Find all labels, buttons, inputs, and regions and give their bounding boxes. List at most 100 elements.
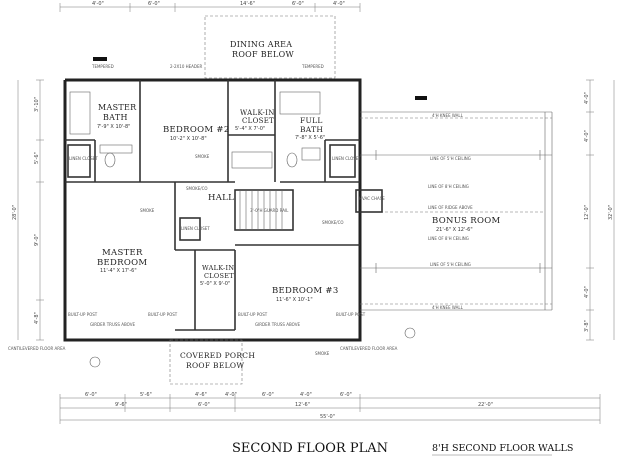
dining-roof-label-1: DINING AREA <box>230 40 292 49</box>
dim-top-3: 14'-6" <box>240 1 255 7</box>
girder-right: GIRDER TRUSS ABOVE <box>255 322 300 327</box>
dim-b1-4: 4'-0" <box>225 392 237 398</box>
dim-b1-5: 6'-0" <box>262 392 274 398</box>
top-dimensions: 4'-0" 6'-0" 14'-6" 6'-0" 4'-0" <box>59 1 361 12</box>
bottom-dimensions: 6'-0" 5'-6" 4'-6" 4'-0" 6'-0" 4'-0" 6'-0… <box>59 392 601 424</box>
smoke-master: SMOKE <box>140 208 155 213</box>
guard-rail: 3'-0"H GUARD RAIL <box>250 208 289 213</box>
dim-right-2: 4'-0" <box>584 130 590 142</box>
dim-left-4: 4'-8" <box>34 312 40 324</box>
ridge-line: LINE OF RIDGE ABOVE <box>428 205 473 210</box>
linen-right: LINEN CLOSET <box>332 156 361 161</box>
section-marker-right <box>404 327 416 339</box>
smoke-co-bed3: SMOKE/CO <box>322 220 344 225</box>
room-master-bedroom-1: MASTER <box>102 248 143 258</box>
porch-roof-label-2: ROOF BELOW <box>186 361 244 370</box>
room-hall: HALL <box>208 193 234 203</box>
girder-left: GIRDER TRUSS ABOVE <box>90 322 135 327</box>
left-dimensions: 3'-10" 5'-6" 9'-0" 4'-8" 28'-0" <box>12 79 44 341</box>
dim-left-3: 9'-0" <box>34 234 40 246</box>
smoke-bed2: SMOKE <box>195 154 210 159</box>
room-walkin-lower-1: WALK-IN <box>202 264 234 272</box>
dim-b1-2: 5'-6" <box>140 392 152 398</box>
dim-right-overall: 32'-0" <box>608 205 614 220</box>
room-master-bath-1: MASTER <box>98 103 137 112</box>
ceiling-line-top: LINE OF 5'H CEILING <box>430 156 471 161</box>
room-master-bath-size: 7'-9" X 10'-8" <box>97 124 130 130</box>
dim-b2-3: 12'-6" <box>295 402 310 408</box>
room-walkin-top-size: 5'-4" X 7'-0" <box>235 126 265 132</box>
window-marker-bonus <box>415 96 427 100</box>
room-bedroom3-size: 11'-6" X 10'-1" <box>276 297 313 303</box>
dim-b1-7: 6'-0" <box>340 392 352 398</box>
linen-left: LINEN CLOSET <box>69 156 98 161</box>
dim-right-3: 12'-0" <box>584 205 590 220</box>
post-right: BUILT-UP POST <box>336 312 366 317</box>
room-full-bath-2: BATH <box>300 125 323 134</box>
window-marker-left <box>93 57 107 61</box>
dim-left-2: 5'-6" <box>34 152 40 164</box>
room-labels: MASTER BATH 7'-9" X 10'-8" BEDROOM #2 10… <box>97 103 501 303</box>
dim-top-4: 6'-0" <box>292 1 304 7</box>
right-dimensions: 4'-0" 4'-0" 12'-0" 4'-0" 3'-8" 32'-0" <box>584 79 615 341</box>
dim-top-2: 6'-0" <box>148 1 160 7</box>
dim-top-5: 4'-0" <box>333 1 345 7</box>
room-bedroom2-size: 10'-2" X 10'-8" <box>170 136 207 142</box>
section-marker-left <box>89 356 101 368</box>
knee-wall-bottom: 4'H KNEE WALL <box>432 305 464 310</box>
room-bonus: BONUS ROOM <box>432 216 501 226</box>
bonus-ceiling-line: LINE OF 8'H CEILING <box>428 184 469 189</box>
linen-hall: LINEN CLOSET <box>181 226 210 231</box>
dim-b2-1: 9'-6" <box>115 402 127 408</box>
room-full-bath-1: FULL <box>300 116 323 125</box>
room-bedroom2: BEDROOM #2 <box>163 125 230 135</box>
interior-walls <box>65 80 383 331</box>
room-bonus-size: 21'-6" X 12'-6" <box>436 227 473 233</box>
dim-left-1: 3'-10" <box>34 97 40 112</box>
plan-title: SECOND FLOOR PLAN <box>232 441 388 456</box>
room-full-bath-size: 7'-8" X 5'-6" <box>295 135 325 141</box>
post-mid-right: BUILT-UP POST <box>238 312 268 317</box>
room-walkin-top-1: WALK-IN <box>240 109 275 117</box>
dining-area-roof: DINING AREA ROOF BELOW <box>204 15 336 79</box>
ceiling-line-bottom: LINE OF 5'H CEILING <box>430 262 471 267</box>
dim-b1-1: 6'-0" <box>85 392 97 398</box>
bonus-ceiling-line-2: LINE OF 8'H CEILING <box>428 236 469 241</box>
room-walkin-lower-2: CLOSET <box>204 272 234 280</box>
dim-right-1: 4'-0" <box>584 92 590 104</box>
smoke-co-hall: SMOKE/CO <box>186 186 208 191</box>
porch-roof-label-1: COVERED PORCH <box>180 351 255 360</box>
plan-notes: LINEN CLOSET LINEN CLOSET LINEN CLOSET H… <box>8 154 398 356</box>
room-walkin-top-2: CLOSET <box>242 117 274 125</box>
dim-top-1: 4'-0" <box>92 1 104 7</box>
room-walkin-lower-size: 5'-0" X 9'-0" <box>200 281 230 287</box>
room-bedroom3: BEDROOM #3 <box>272 286 339 296</box>
tempered-left: TEMPERED <box>91 64 114 69</box>
dim-right-5: 3'-8" <box>584 320 590 332</box>
covered-porch-roof: COVERED PORCH ROOF BELOW <box>169 339 255 385</box>
cantilever-left: CANTILEVERED FLOOR AREA <box>8 346 66 351</box>
tempered-right: TEMPERED <box>301 64 324 69</box>
plan-subtitle: 8'H SECOND FLOOR WALLS <box>432 443 573 454</box>
dim-b1-3: 4'-6" <box>195 392 207 398</box>
cantilever-right: CANTILEVERED FLOOR AREA <box>340 346 398 351</box>
knee-wall-top: 4'H KNEE WALL <box>432 113 464 118</box>
smoke-bed3: SMOKE <box>315 351 330 356</box>
header-note: 2-2X10 HEADER <box>170 64 203 69</box>
post-left: BUILT-UP POST <box>68 312 98 317</box>
dim-right-4: 4'-0" <box>584 286 590 298</box>
post-mid-left: BUILT-UP POST <box>148 312 178 317</box>
dim-overall: 55'-0" <box>320 414 335 420</box>
dining-roof-label-2: ROOF BELOW <box>232 50 295 59</box>
room-master-bedroom-2: BEDROOM <box>97 258 147 268</box>
dim-b1-6: 4'-0" <box>300 392 312 398</box>
dim-b2-2: 6'-0" <box>198 402 210 408</box>
fixtures <box>69 91 321 230</box>
exterior-walls <box>63 78 362 342</box>
hvac-chase: HVAC CHASE <box>359 196 385 201</box>
room-master-bath-2: BATH <box>103 113 128 122</box>
bonus-room-shell: 4'H KNEE WALL 4'H KNEE WALL LINE OF 5'H … <box>360 111 553 311</box>
dim-left-overall: 28'-0" <box>12 205 18 220</box>
dim-b2-4: 22'-0" <box>478 402 493 408</box>
